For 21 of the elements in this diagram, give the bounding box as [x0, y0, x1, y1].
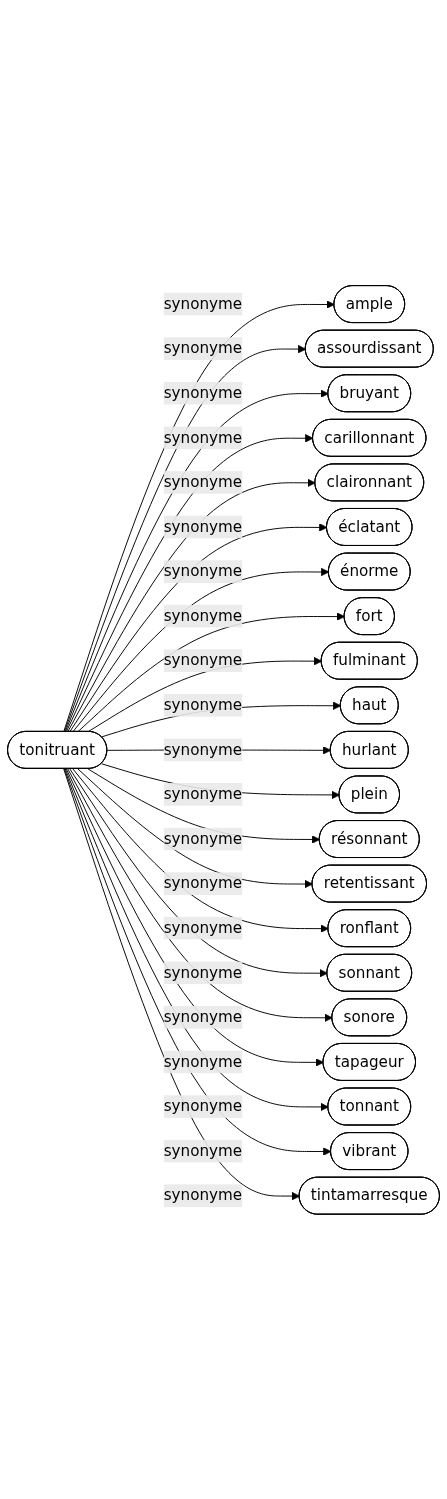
edge-label: synonyme	[163, 1141, 243, 1160]
edge-label: synonyme	[163, 472, 243, 491]
edge-label: synonyme	[163, 561, 243, 580]
edge-label: synonyme	[163, 1052, 243, 1071]
edge-label: synonyme	[163, 294, 243, 313]
edge-label: synonyme	[163, 962, 243, 981]
edge-label: synonyme	[163, 1096, 243, 1115]
edge-label: synonyme	[163, 650, 243, 669]
edge-label: synonyme	[163, 517, 243, 536]
edge-label: synonyme	[163, 829, 243, 848]
edge-label: synonyme	[163, 784, 243, 803]
edge-label: synonyme	[163, 1185, 243, 1204]
edge-label: synonyme	[163, 338, 243, 357]
edge-label: synonyme	[163, 427, 243, 446]
edge-label: synonyme	[163, 383, 243, 402]
edge-label: synonyme	[163, 740, 243, 759]
edge-label: synonyme	[163, 695, 243, 714]
edge-label: synonyme	[163, 873, 243, 892]
edge-label: synonyme	[163, 918, 243, 937]
edge-label: synonyme	[163, 606, 243, 625]
edge-label: synonyme	[163, 1007, 243, 1026]
